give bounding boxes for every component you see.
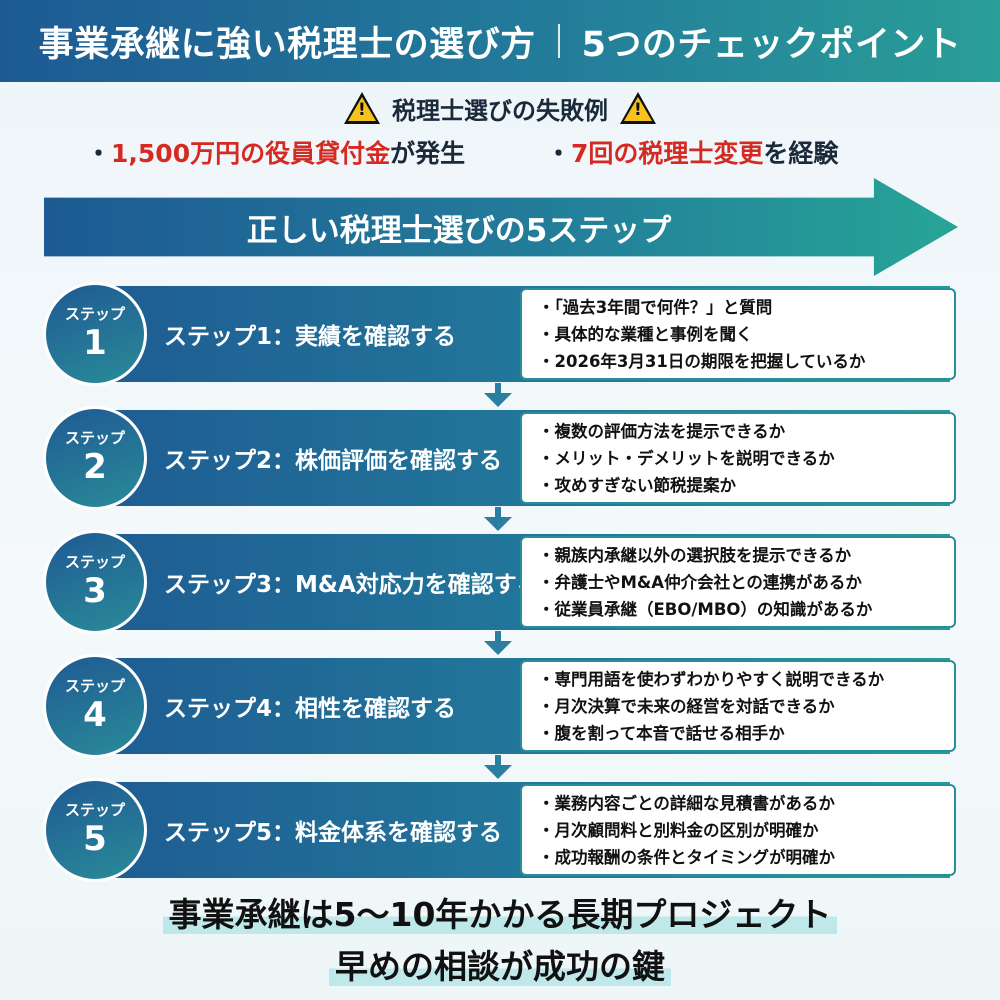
step-5-checklist: 業務内容ごとの詳細な見積書があるか 月次顧問料と別料金の区別が明確か 成功報酬の… [520,784,956,876]
step-2-point: 攻めすぎない節税提案か [538,472,954,499]
page-title: 事業承継に強い税理士の選び方 [38,24,536,65]
step-3-checklist: 親族内承継以外の選択肢を提示できるか 弁護士やM&A仲介会社との連携があるか 従… [520,536,956,628]
step-4-title: ステップ4：相性を確認する [164,696,457,722]
step-5-point: 月次顧問料と別料金の区別が明確か [538,817,954,844]
step-1-point: 2026年3月31日の期限を把握しているか [538,348,954,375]
warning-icon [620,92,656,124]
page-header: 事業承継に強い税理士の選び方 5つのチェックポイント [0,0,1000,82]
step-1-checklist: 「過去3年間で何件？」と質問 具体的な業種と事例を聞く 2026年3月31日の期… [520,288,956,380]
failure-heading: 税理士選びの失敗例 [0,88,1000,128]
step-2-point: メリット・デメリットを説明できるか [538,445,954,472]
step-4-badge-number: 4 [83,695,107,735]
warning-icon [344,92,380,124]
step-2-checklist: 複数の評価方法を提示できるか メリット・デメリットを説明できるか 攻めすぎない節… [520,412,956,504]
step-5-title: ステップ5：料金体系を確認する [164,820,503,846]
failure-point-1-rest: が発生 [390,139,466,168]
step-2-title: ステップ2：株価評価を確認する [164,448,503,474]
failure-title: 税理士選びの失敗例 [392,96,608,125]
steps-arrow-label: 正しい税理士選びの5ステップ [246,212,672,249]
step-2-badge-label: ステップ [64,429,125,447]
step-5-point: 業務内容ごとの詳細な見積書があるか [538,790,954,817]
step-1-badge-label: ステップ [64,305,125,323]
failure-point-2-rest: を経験 [763,139,839,168]
conclusion-line-2: 早めの相談が成功の鍵 [0,940,1000,988]
step-1-point: 「過去3年間で何件？」と質問 [538,294,954,321]
step-4-badge: ステップ 4 [43,654,147,758]
step-3-point: 弁護士やM&A仲介会社との連携があるか [538,569,954,596]
conclusion-line-1-text: 事業承継は5〜10年かかる長期プロジェクト [162,895,838,934]
failure-points: ・1,500万円の役員貸付金が発生 ・7回の税理士変更を経験 [0,134,1000,174]
conclusion-line-1: 事業承継は5〜10年かかる長期プロジェクト [0,888,1000,936]
step-3-badge-label: ステップ [64,553,125,571]
down-arrow-icon [484,631,512,655]
failure-point-1: ・1,500万円の役員貸付金が発生 [86,139,466,168]
failure-point-2-highlight: 7回の税理士変更 [571,139,764,168]
down-arrow-icon [484,383,512,407]
step-4-badge-label: ステップ [64,677,125,695]
conclusion-line-2-text: 早めの相談が成功の鍵 [329,947,671,986]
step-5-badge-number: 5 [83,819,107,859]
step-4-point: 月次決算で未来の経営を対話できるか [538,693,954,720]
step-5-badge-label: ステップ [64,801,125,819]
step-3-title: ステップ3：M&A対応力を確認する [164,572,540,598]
page-subtitle: 5つのチェックポイント [581,24,962,65]
step-1-point: 具体的な業種と事例を聞く [538,321,954,348]
step-4-point: 専門用語を使わずわかりやすく説明できるか [538,666,954,693]
down-arrow-icon [484,755,512,779]
step-3-point: 親族内承継以外の選択肢を提示できるか [538,542,954,569]
down-arrow-icon [484,507,512,531]
step-3-point: 従業員承継（EBO/MBO）の知識があるか [538,596,954,623]
failure-point-1-highlight: 1,500万円の役員貸付金 [111,139,391,168]
step-1-title: ステップ1：実績を確認する [164,324,457,350]
step-1-badge-number: 1 [83,323,107,363]
title-divider [557,24,560,58]
step-4-point: 腹を割って本音で話せる相手か [538,720,954,747]
step-2-badge: ステップ 2 [43,406,147,510]
step-3-badge: ステップ 3 [43,530,147,634]
step-1-badge: ステップ 1 [43,282,147,386]
step-2-badge-number: 2 [83,447,107,487]
step-4-checklist: 専門用語を使わずわかりやすく説明できるか 月次決算で未来の経営を対話できるか 腹… [520,660,956,752]
step-5-point: 成功報酬の条件とタイミングが明確か [538,844,954,871]
failure-point-2: ・7回の税理士変更を経験 [546,139,839,168]
step-5-badge: ステップ 5 [43,778,147,882]
step-3-badge-number: 3 [83,571,107,611]
step-2-point: 複数の評価方法を提示できるか [538,418,954,445]
